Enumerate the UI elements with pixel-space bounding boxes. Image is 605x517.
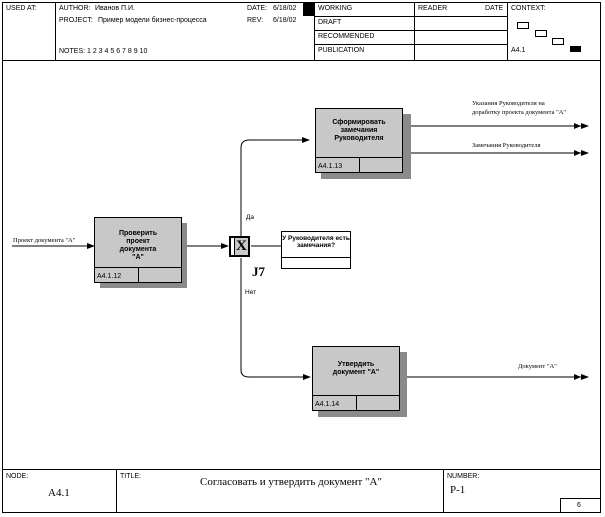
- referent-note-divider: [282, 257, 350, 258]
- title-label: TITLE:: [120, 473, 142, 480]
- notes-list: NOTES: 1 2 3 4 5 6 7 8 9 10: [59, 48, 148, 55]
- arrowhead-extra: [574, 150, 581, 156]
- header-divider: [414, 2, 415, 60]
- page-title: Согласовать и утвердить документ "А": [200, 476, 382, 488]
- activity-box-remarks[interactable]: Сформировать замечания Руководителя А4.1…: [315, 108, 403, 173]
- box-divider: [138, 268, 139, 282]
- footer-top-border: [2, 469, 601, 470]
- box-label: Сформировать замечания Руководителя: [332, 119, 386, 142]
- reader-label: READER: [418, 5, 448, 12]
- date2-label: DATE: [485, 5, 504, 12]
- context-node: A4.1: [511, 47, 526, 54]
- page-box-line: [560, 498, 601, 499]
- number-label: NUMBER:: [447, 473, 480, 480]
- number-value: P-1: [450, 484, 466, 496]
- context-label: CONTEXT:: [511, 5, 546, 12]
- header-bottom-border: [2, 60, 601, 61]
- status-row-line: [314, 16, 507, 17]
- status-draft: DRAFT: [318, 19, 342, 26]
- activity-box-approve[interactable]: Утвердить документ "А" А4.1.14: [312, 346, 400, 411]
- header-divider: [55, 2, 56, 60]
- context-thumb-box: [517, 22, 529, 29]
- header-divider: [507, 2, 508, 60]
- box-divider: [359, 158, 360, 172]
- project-value: Пример модели бизнес-процесса: [98, 17, 207, 24]
- context-thumb-box: [552, 38, 564, 45]
- arrowhead-extra: [574, 374, 581, 380]
- status-working: WORKING: [318, 5, 353, 12]
- junction-symbol: X: [236, 238, 247, 254]
- status-recommended: RECOMMENDED: [318, 33, 375, 40]
- working-marker: [303, 3, 314, 16]
- referent-note: У Руководителя есть замечания?: [281, 231, 351, 269]
- no-branch-arrow: [240, 258, 311, 380]
- box-divider: [313, 395, 399, 396]
- author-label: AUTHOR:: [59, 5, 91, 12]
- box-number: А4.1.14: [315, 401, 340, 408]
- status-row-line: [314, 44, 507, 45]
- status-publication: PUBLICATION: [318, 47, 365, 54]
- box-divider: [95, 267, 181, 268]
- rev-value: 6/18/02: [273, 17, 297, 24]
- branch-no-label: Нет: [245, 289, 257, 296]
- header-divider: [314, 2, 315, 60]
- junction-xor[interactable]: X: [229, 236, 250, 257]
- output-label-2: Замечания Руководителя: [472, 142, 541, 149]
- context-thumb-current: [570, 46, 581, 52]
- box-divider: [316, 157, 402, 158]
- used-at-label: USED AT:: [6, 5, 37, 12]
- activity-box-check[interactable]: Проверить проект документа "А" А4.1.12: [94, 217, 182, 283]
- junction-name: J7: [252, 264, 265, 279]
- author-value: Иванов П.И.: [95, 5, 135, 12]
- context-thumb-box: [535, 30, 547, 37]
- box-number: А4.1.12: [97, 273, 122, 280]
- branch-yes-label: Да: [246, 214, 255, 221]
- arrowhead-extra: [574, 123, 581, 129]
- output-label-1-line1: Указания Руководителя на: [472, 100, 545, 107]
- project-label: PROJECT:: [59, 17, 93, 24]
- box-label: Проверить проект документа "А": [119, 230, 157, 261]
- footer-divider: [443, 469, 444, 513]
- box-label: Утвердить документ "А": [332, 361, 380, 376]
- box-divider: [356, 396, 357, 410]
- box-number: А4.1.13: [318, 163, 343, 170]
- output-label-1-line2: доработку проекта документа "А": [472, 109, 567, 116]
- yes-branch-arrow: [240, 137, 310, 236]
- input-arrow-label: Проект документа "А": [13, 237, 76, 244]
- junction-bar: [231, 238, 235, 255]
- output-label-bottom: Документ "А": [518, 363, 557, 370]
- node-label: NODE:: [6, 473, 29, 480]
- page-number: 6: [577, 502, 581, 509]
- page-box-line: [560, 498, 561, 513]
- date-value: 6/18/02: [273, 5, 297, 12]
- referent-note-text: У Руководителя есть замечания?: [282, 235, 350, 249]
- node-value: A4.1: [48, 487, 70, 499]
- footer-divider: [116, 469, 117, 513]
- diagram-frame: [2, 2, 601, 513]
- rev-label: REV:: [247, 17, 264, 24]
- status-row-line: [314, 30, 507, 31]
- date-label: DATE:: [247, 5, 268, 12]
